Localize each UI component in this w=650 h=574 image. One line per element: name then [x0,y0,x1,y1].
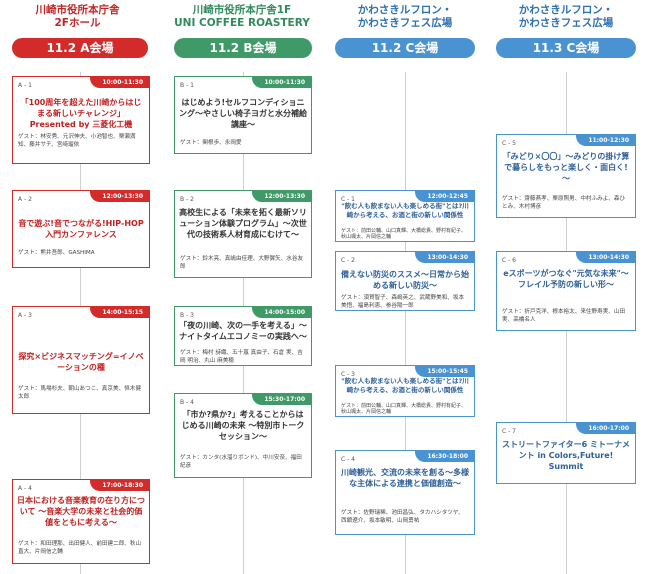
column-header-c2: かわさきルフロン・ かわさきフェス広場 [496,4,636,30]
column-header-b: 川崎市役所本庁舎1F UNI COFFEE ROASTERY [172,4,312,30]
session-code: C - 5 [502,140,516,147]
column-header-line1: 川崎市役所本庁舎 [35,4,120,16]
session-title: 「みどり×〇〇」～みどりの掛け算で暮らしをもっと楽しく・面白く!～ [502,152,630,183]
session-title: "飲む人も飲まない人も楽しめる街"とは?川崎から考える、お酒と街の新しい関係性 [341,202,469,219]
session-title: 「100周年を超えた川崎からはじまる新しいチャレンジ」Presented by … [20,98,142,129]
session-time: 15:00-15:45 [415,366,474,377]
venue-pill-c2: 11.3 C会場 [496,38,636,58]
session-card-a2[interactable]: A - 2 12:00-13:30 音で遊ぶ!音でつながる!HIP-HOP入門カ… [12,190,150,268]
session-time: 12:00-12:45 [415,191,474,202]
session-time: 16:00-17:00 [576,423,635,434]
session-title: 日本における音楽教育の在り方について ～音楽大学の未来と社会的価値をともに考える… [17,496,145,527]
session-guest: ゲスト：前田公輔、山口真輝、大橋総貴、野村有紀子、秋山颯太、片岡信之輔 [341,228,467,240]
session-title: eスポーツがつなぐ"元気な未来"～フレイル予防の新しい形～ [503,269,629,289]
session-code: B - 1 [180,82,194,89]
column-header-line2: かわさきフェス広場 [357,17,453,29]
session-guest: ゲスト：熊井吾郎、GASHIMA [18,250,95,256]
session-code: B - 3 [180,312,194,319]
session-time: 12:00-13:30 [90,191,149,202]
session-code: C - 7 [502,428,516,435]
session-title: 探究×ビジネスマッチング=イノベーションの種 [18,352,144,372]
session-guest: ゲスト：折戸克洋、根本裕太、来住野寿実、山田実、高橋名人 [502,309,626,323]
session-card-c2[interactable]: C - 2 13:00-14:30 備えない防災のススメ～日常から始める新しい防… [335,251,475,311]
session-time: 14:00-15:15 [90,307,149,318]
session-guest: ゲスト：鈴木亮、真嶋由佳理、大野翼矢、水谷友郎 [180,256,304,270]
session-time: 16:30-18:00 [415,451,474,462]
session-guest: ゲスト：須賀智子、森嶋英之、武蔵野美和、坂本 美悟、福島利恵、参谷陽一郎 [341,295,465,309]
session-card-c5[interactable]: C - 5 11:00-12:30 「みどり×〇〇」～みどりの掛け算で暮らしをも… [496,134,636,218]
session-title: ストリートファイター6 ミトーナメント in Colors,Future! Su… [501,440,631,471]
session-code: B - 2 [180,196,194,203]
session-code: A - 2 [18,196,32,203]
session-code: A - 1 [18,82,32,89]
session-code: C - 6 [502,257,516,264]
session-card-b3[interactable]: B - 3 14:00-15:00 「夜の川崎、次の一手を考える」～ナイトタイム… [174,306,312,366]
column-header-line1: かわさきルフロン・ [357,4,453,16]
session-time: 14:00-15:00 [252,307,311,318]
timeline-c [405,72,406,574]
session-title: 高校生による「未来を拓く最新ソリューション体験プログラム」～次世代の技術系人材育… [179,208,307,239]
session-card-b1[interactable]: B - 1 10:00-11:30 はじめよう!セルフコンディショニング～やさし… [174,76,312,154]
session-card-b4[interactable]: B - 4 15:30-17:00 「市か?県か?」考えることからはじめる川崎の… [174,393,312,478]
session-code: A - 4 [18,485,32,492]
session-card-a3[interactable]: A - 3 14:00-15:15 探究×ビジネスマッチング=イノベーションの種… [12,306,150,414]
session-title: 川崎観光、交流の未来を創る～多様な主体による連携と価値創造～ [341,468,469,488]
session-card-a4[interactable]: A - 4 17:00-18:30 日本における音楽教育の在り方について ～音楽… [12,479,150,564]
venue-pill-a: 11.2 A会場 [12,38,148,58]
session-time: 17:00-18:30 [90,480,149,491]
session-guest: ゲスト：梅村 詩織、五十嵐 真由子、石倉 実、吉岡 明治、丸山 麻美穂 [180,350,303,364]
session-guest: ゲスト：前田公輔、山口真輝、大橋総貴、野村有紀子、秋山颯太、片岡信之輔 [341,403,467,415]
session-card-c4[interactable]: C - 4 16:30-18:00 川崎観光、交流の未来を創る～多様な主体による… [335,450,475,535]
session-time: 11:00-12:30 [576,135,635,146]
session-guest: ゲスト：佐野瑞稀、池田昌弘、タカハシタツヤ、西舘遼介、坂本敏明、山岡勇祐 [341,510,464,524]
session-time: 10:00-11:30 [90,77,149,88]
session-guest: ゲスト：和田理那、出田健人、前田建二郎、秋山直大、片岡信之輔 [18,541,142,555]
session-title: 備えない防災のススメ～日常から始める新しい防災～ [341,270,469,290]
session-guest: ゲスト：関根歩、永岡愛 [180,140,242,146]
session-time: 15:30-17:00 [252,394,311,405]
session-code: C - 3 [341,371,355,378]
session-guest: ゲスト：齋藤燕孝、栗原照男、中村ふみよ、森ひとみ、木村博彦 [502,196,626,210]
session-guest: ゲスト：林安秀、元沢伸夫、小池智也、栗瀬満知、藤井サチ、宮﨑瑠依 [18,134,136,148]
session-code: B - 4 [180,399,194,406]
session-code: C - 4 [341,456,355,463]
session-title: 「夜の川崎、次の一手を考える」～ナイトタイムエコノミーの実践へ～ [179,321,307,341]
session-card-a1[interactable]: A - 1 10:00-11:30 「100周年を超えた川崎からはじまる新しいチ… [12,76,150,164]
session-title: 「市か?県か?」考えることからはじめる川崎の未来 ～特別市トークセッション～ [181,410,305,441]
venue-pill-b: 11.2 B会場 [174,38,312,58]
column-header-a: 川崎市役所本庁舎 2Fホール [10,4,145,30]
session-title: "飲む人も飲まない人も楽しめる街"とは?川崎から考える、お酒と街の新しい関係性 [341,377,469,394]
session-code: C - 2 [341,257,355,264]
session-code: A - 3 [18,312,32,319]
column-header-line1: かわさきルフロン・ [518,4,614,16]
session-time: 13:00-14:30 [576,252,635,263]
column-header-line2: UNI COFFEE ROASTERY [174,17,310,29]
column-header-line1: 川崎市役所本庁舎1F [192,4,292,16]
session-card-c7[interactable]: C - 7 16:00-17:00 ストリートファイター6 ミトーナメント in… [496,422,636,484]
session-time: 10:00-11:30 [252,77,311,88]
venue-pill-c: 11.2 C会場 [335,38,475,58]
session-guest: ゲスト：馬場杉夫、朝山あつこ、真京美、恒木健太郎 [18,386,141,400]
session-card-b2[interactable]: B - 2 12:00-13:30 高校生による「未来を拓く最新ソリューション体… [174,190,312,278]
session-card-c6[interactable]: C - 6 13:00-14:30 eスポーツがつなぐ"元気な未来"～フレイル予… [496,251,636,331]
session-card-c3[interactable]: C - 3 15:00-15:45 "飲む人も飲まない人も楽しめる街"とは?川崎… [335,365,475,417]
session-title: はじめよう!セルフコンディショニング～やさしい椅子ヨガと水分補給講座～ [179,98,307,129]
session-title: 音で遊ぶ!音でつながる!HIP-HOP入門カンファレンス [18,219,144,239]
session-code: C - 1 [341,196,355,203]
column-header-line2: 2Fホール [54,17,101,29]
column-header-line2: かわさきフェス広場 [518,17,614,29]
session-time: 13:00-14:30 [415,252,474,263]
session-guest: ゲスト：カンタ(水溜りボンド)、中川安奈、福田紀彦 [180,455,302,469]
session-time: 12:00-13:30 [252,191,311,202]
session-card-c1[interactable]: C - 1 12:00-12:45 "飲む人も飲まない人も楽しめる街"とは?川崎… [335,190,475,242]
column-header-c: かわさきルフロン・ かわさきフェス広場 [335,4,475,30]
